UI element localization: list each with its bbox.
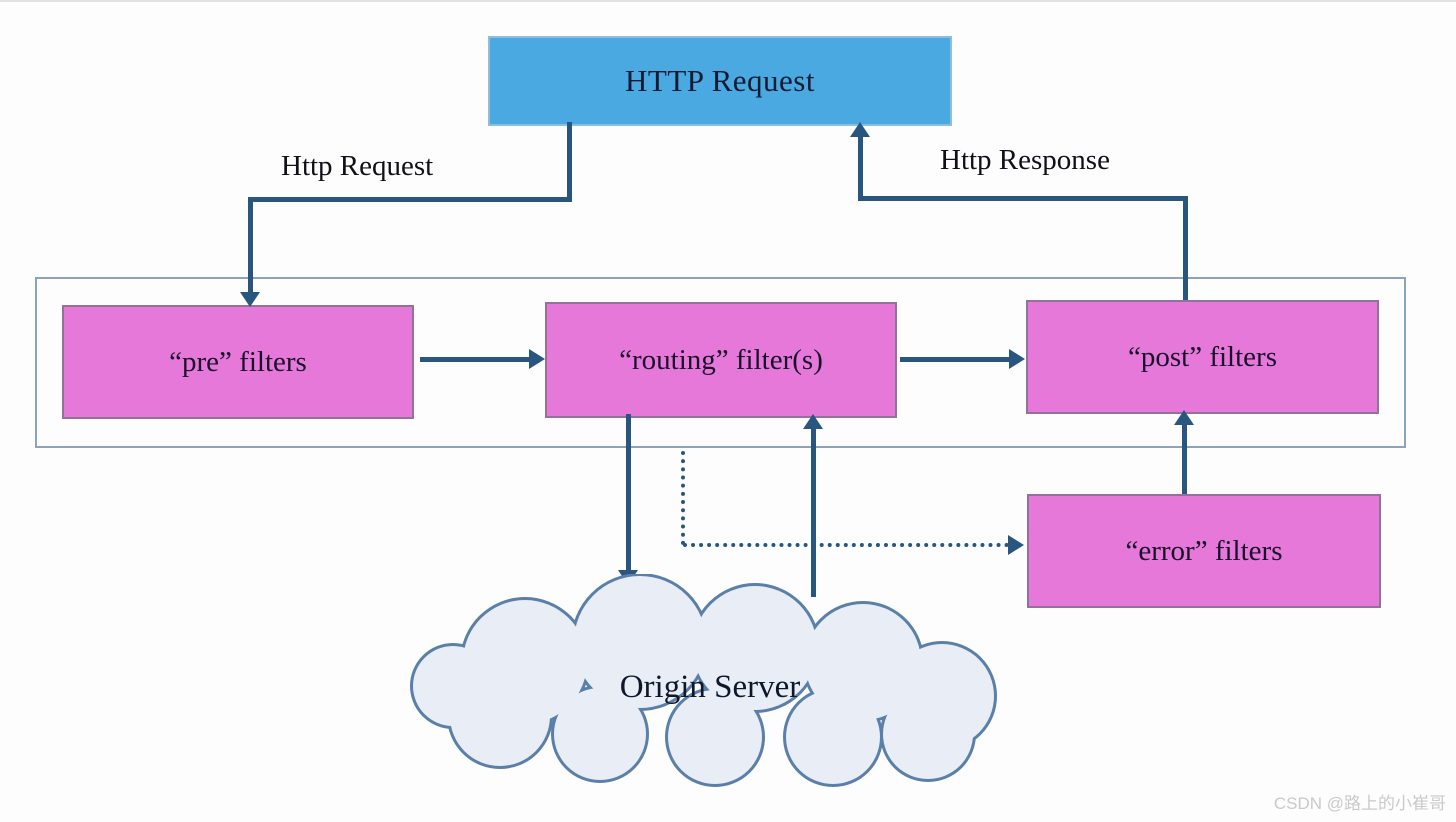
- error-filters-label: “error” filters: [1125, 534, 1283, 567]
- pre-filters-node: “pre” filters: [62, 305, 414, 419]
- origin-to-routing-arrow-line: [811, 427, 816, 597]
- request-path-segment-vertical-top: [567, 122, 572, 202]
- response-path-segment-vertical-top: [858, 135, 863, 199]
- request-path-segment-horizontal: [248, 197, 572, 202]
- arrowhead-down-into-pre-icon: [240, 292, 260, 307]
- http-response-edge-label: Http Response: [940, 144, 1110, 176]
- arrowhead-right-into-post-icon: [1009, 349, 1025, 369]
- arrowhead-up-into-http-request-icon: [850, 122, 870, 137]
- routing-to-error-dotted-horizontal: [683, 543, 1009, 547]
- filters-container-frame: [35, 277, 1406, 448]
- routing-filters-node: “routing” filter(s): [545, 302, 897, 418]
- routing-to-error-dotted-vertical: [681, 451, 685, 545]
- response-path-segment-vertical-bottom: [1183, 199, 1188, 300]
- http-request-node: HTTP Request: [488, 36, 952, 126]
- routing-filters-label: “routing” filter(s): [619, 343, 823, 376]
- arrowhead-up-into-post-icon: [1174, 410, 1194, 425]
- http-request-label: HTTP Request: [625, 63, 815, 98]
- post-filters-node: “post” filters: [1026, 300, 1379, 414]
- origin-server-label-wrap: Origin Server: [405, 577, 1015, 797]
- error-to-post-arrow-line: [1182, 423, 1187, 494]
- origin-server-cloud-icon: [410, 574, 997, 787]
- routing-to-origin-arrow-line: [626, 414, 631, 571]
- request-path-segment-vertical-bottom: [248, 200, 253, 293]
- http-request-edge-label: Http Request: [281, 150, 434, 182]
- arrowhead-up-into-routing-icon: [803, 414, 823, 429]
- csdn-watermark: CSDN @路上的小崔哥: [1273, 794, 1446, 813]
- arrowhead-right-into-routing-icon: [529, 349, 545, 369]
- arrowhead-right-into-error-icon: [1008, 535, 1024, 555]
- response-path-segment-horizontal: [858, 196, 1188, 201]
- post-filters-label: “post” filters: [1128, 340, 1277, 373]
- pre-filters-label: “pre” filters: [169, 345, 307, 378]
- routing-to-post-arrow-line: [900, 357, 1012, 362]
- error-filters-node: “error” filters: [1027, 494, 1381, 608]
- origin-server-label: Origin Server: [619, 668, 801, 705]
- pre-to-routing-arrow-line: [420, 357, 532, 362]
